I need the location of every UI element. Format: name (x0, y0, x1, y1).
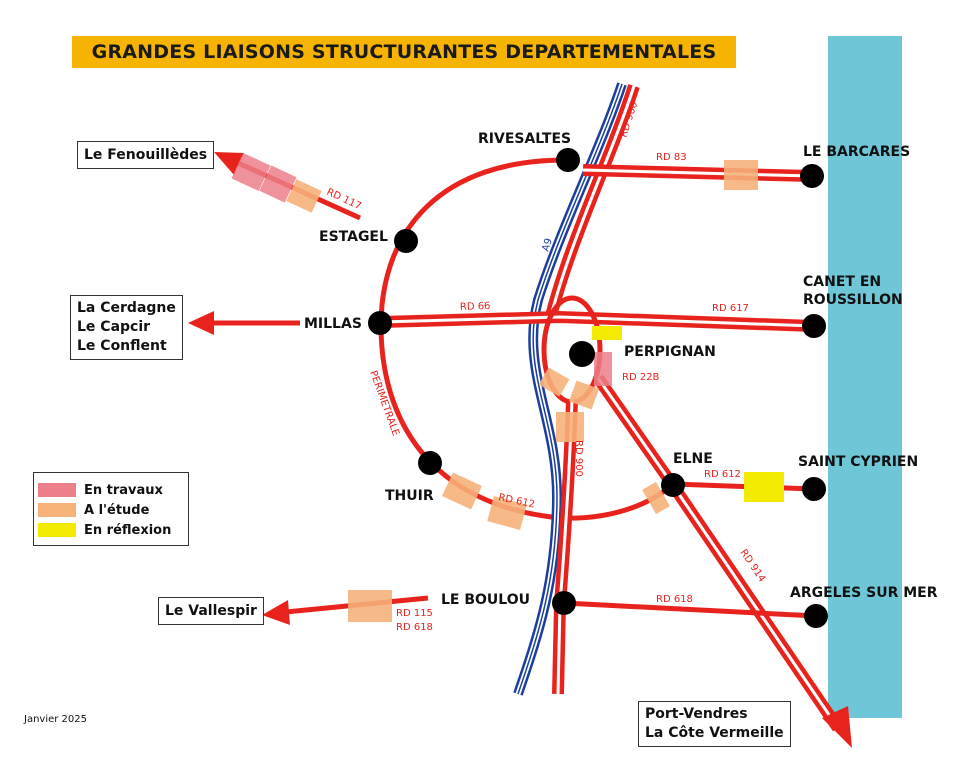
le-barcares-dot (800, 164, 824, 188)
sea-strip (828, 36, 902, 718)
saint-cyprien-label: SAINT CYPRIEN (798, 454, 919, 470)
vallespir-arrow (262, 600, 290, 625)
en-travaux-segments (231, 152, 612, 386)
en-reflexion-segments (592, 326, 784, 502)
elne-dot (661, 473, 685, 497)
rivesaltes-dot (556, 148, 580, 172)
legend: En travaux A l'étude En réflexion (33, 472, 189, 546)
rd83-road (582, 164, 813, 182)
fenouilledes-label: Le Fenouillèdes (84, 147, 208, 163)
legend-swatch-travaux (38, 483, 76, 497)
city-dots (368, 148, 828, 628)
legend-swatch-etude (38, 503, 76, 517)
port-vendres-line-1: Port-Vendres (645, 706, 748, 722)
map-title: GRANDES LIAISONS STRUCTURANTES DEPARTEME… (91, 41, 717, 63)
perpignan-dot (569, 341, 595, 367)
legend-label-travaux: En travaux (84, 482, 163, 498)
a-l-etude-segments (286, 160, 758, 622)
argeles-label: ARGELES SUR MER (790, 585, 938, 601)
le-barcares-label: LE BARCARES (803, 144, 911, 160)
rd83-label: RD 83 (656, 152, 687, 163)
canet-label: CANET EN ROUSSILLON (803, 273, 903, 309)
canet-dot (802, 314, 826, 338)
cerdagne-line-2: Le Capcir (77, 319, 151, 335)
thuir-label: THUIR (385, 488, 434, 504)
estagel-dot (394, 229, 418, 253)
legend-row-travaux: En travaux (38, 481, 163, 499)
rd618-road (563, 600, 817, 619)
canet-line-1: CANET EN (803, 274, 882, 290)
rd66-label: RD 66 (460, 301, 491, 313)
saint-cyprien-dot (802, 477, 826, 501)
map-title-bar: GRANDES LIAISONS STRUCTURANTES DEPARTEME… (72, 36, 736, 68)
port-vendres-box: Port-Vendres La Côte Vermeille (638, 701, 791, 747)
rd617-label: RD 617 (712, 303, 749, 314)
rd22b-label: RD 22B (622, 372, 660, 383)
thuir-dot (418, 451, 442, 475)
port-vendres-line-2: La Côte Vermeille (645, 725, 784, 741)
rd66-rd617-road (379, 310, 815, 332)
vallespir-box: Le Vallespir (158, 597, 264, 625)
rd612-elne-road (672, 481, 815, 492)
a9-motorway (513, 82, 627, 696)
cerdagne-arrow (188, 311, 214, 335)
fenouilledes-box: Le Fenouillèdes (77, 141, 215, 169)
legend-swatch-reflexion (38, 523, 76, 537)
le-boulou-label: LE BOULOU (441, 592, 530, 608)
rivesaltes-label: RIVESALTES (478, 131, 572, 147)
elne-label: ELNE (673, 451, 713, 467)
port-vendres-arrow (822, 706, 852, 748)
a9-label: A9 (540, 237, 555, 253)
millas-label: MILLAS (304, 316, 362, 332)
rd900-south-road (552, 399, 578, 695)
estagel-label: ESTAGEL (319, 229, 388, 245)
rd618-label: RD 618 (656, 594, 693, 605)
rd914-road (593, 374, 843, 732)
rd115-label: RD 115 (396, 608, 433, 619)
rd612-elne-label: RD 612 (704, 469, 741, 480)
le-boulou-dot (552, 591, 576, 615)
argeles-dot (804, 604, 828, 628)
rd900-north-road (544, 84, 640, 322)
map-date: Janvier 2025 (24, 714, 88, 725)
canet-line-2: ROUSSILLON (803, 292, 903, 308)
legend-row-etude: A l'étude (38, 501, 149, 519)
rd900-south-label: RD 900 (573, 440, 584, 477)
legend-row-reflexion: En réflexion (38, 521, 171, 539)
cerdagne-line-3: Le Conflent (77, 338, 167, 354)
vallespir-label: Le Vallespir (165, 603, 257, 619)
legend-label-etude: A l'étude (84, 502, 150, 518)
legend-label-reflexion: En réflexion (84, 522, 172, 538)
cerdagne-box: La Cerdagne Le Capcir Le Conflent (70, 295, 183, 360)
millas-dot (368, 311, 392, 335)
cerdagne-line-1: La Cerdagne (77, 300, 176, 316)
perimetrale-ring (378, 157, 675, 521)
perpignan-label: PERPIGNAN (624, 344, 716, 360)
rd618-west-label: RD 618 (396, 622, 433, 633)
